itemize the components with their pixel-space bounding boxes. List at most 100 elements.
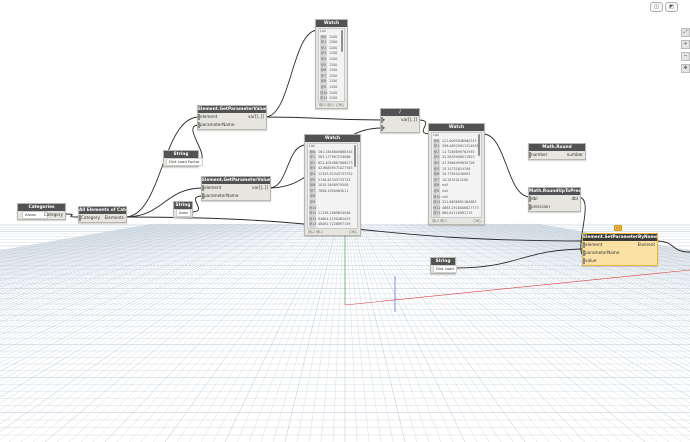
list-value: 621.4044887066273 bbox=[318, 160, 353, 165]
list-value: 42.86839571027763 bbox=[318, 166, 353, 171]
input-port[interactable] bbox=[583, 242, 585, 248]
output-port[interactable]: Element bbox=[637, 242, 655, 247]
list-count: {36} bbox=[348, 230, 357, 234]
watch-list-header: List bbox=[320, 29, 326, 33]
list-value: 1200 bbox=[329, 84, 338, 89]
categories-dropdown[interactable]: Areas bbox=[22, 211, 48, 219]
input-port[interactable] bbox=[583, 258, 585, 264]
string-value-field[interactable]: Dist Load bbox=[433, 265, 457, 273]
watch-list-item: @9 bbox=[308, 199, 357, 206]
watch-list-item: @8 bbox=[308, 194, 357, 200]
view-toolbar: ◫ ◩ bbox=[650, 2, 678, 12]
zoom-to-fit-icon[interactable]: ⤢ bbox=[681, 28, 690, 37]
graph-view-icon[interactable]: ◫ bbox=[650, 2, 663, 12]
input-port[interactable] bbox=[79, 215, 81, 221]
output-port[interactable]: var[]..[] bbox=[252, 185, 268, 190]
string-value-field[interactable]: Area bbox=[176, 209, 191, 217]
zoom-in-icon[interactable]: + bbox=[681, 40, 690, 49]
list-index: @14 bbox=[433, 216, 441, 217]
output-port[interactable]: number bbox=[566, 152, 583, 157]
output-port-category[interactable]: Category bbox=[43, 212, 63, 217]
string-node-dist-load-factor[interactable]: String Dist Load Factor bbox=[163, 150, 203, 167]
input-port[interactable] bbox=[583, 250, 585, 256]
output-port-elements[interactable]: Elements bbox=[104, 215, 124, 220]
input-port[interactable] bbox=[529, 204, 531, 210]
list-index: @12 bbox=[309, 216, 317, 223]
input-port[interactable] bbox=[198, 122, 200, 128]
string-value-field[interactable]: Dist Load Factor bbox=[166, 158, 203, 166]
input-port[interactable] bbox=[202, 193, 204, 199]
list-levels: @L2 @L1 bbox=[432, 219, 447, 223]
list-value: 583.177987234086 bbox=[318, 155, 351, 160]
output-port[interactable]: dbl bbox=[571, 196, 578, 201]
get-parameter-node-1[interactable]: Element.GetParameterValueByName elementv… bbox=[197, 105, 267, 130]
pan-icon[interactable]: ✥ bbox=[681, 64, 690, 73]
input-port[interactable] bbox=[529, 196, 531, 202]
list-index: @4 bbox=[433, 160, 440, 167]
node-title: Watch bbox=[429, 124, 484, 131]
scrollbar[interactable] bbox=[354, 145, 356, 167]
string-node-area[interactable]: String Area bbox=[173, 201, 193, 218]
node-title: String bbox=[431, 258, 455, 265]
list-index: @7 bbox=[309, 188, 316, 195]
input-port[interactable] bbox=[198, 114, 200, 120]
list-index: @9 bbox=[320, 84, 327, 91]
list-value: 121.6095846960743 bbox=[442, 138, 477, 143]
list-index: @9 bbox=[309, 199, 316, 206]
input-port[interactable] bbox=[202, 185, 204, 191]
watch-list-header: List bbox=[309, 144, 315, 148]
node-title: String bbox=[174, 202, 192, 209]
input-element: element bbox=[200, 114, 218, 119]
list-index: @13 bbox=[433, 211, 441, 217]
input-port-x[interactable] bbox=[381, 117, 383, 123]
divide-node[interactable]: / ▸var[]..[] ▸ bbox=[380, 108, 420, 133]
zoom-controls: ⤢ + − ✥ bbox=[681, 28, 690, 73]
string-node-dist-load[interactable]: String Dist Load bbox=[430, 257, 457, 274]
list-index: @9 bbox=[433, 188, 440, 195]
input-dbl: dbl bbox=[531, 196, 538, 201]
warning-icon[interactable]: !!! bbox=[614, 225, 622, 231]
list-index: @6 bbox=[309, 183, 316, 189]
scrollbar[interactable] bbox=[341, 30, 343, 52]
list-value: 321.6636891164883 bbox=[442, 200, 477, 205]
list-value: 11158.1869634946 bbox=[318, 211, 351, 216]
node-title: Element.GetParameterValueByName bbox=[202, 177, 270, 184]
scrollbar[interactable] bbox=[478, 134, 480, 156]
output-port[interactable]: var[]..[] bbox=[401, 117, 417, 122]
input-port[interactable] bbox=[529, 152, 531, 158]
output-port[interactable]: var[]..[] bbox=[248, 114, 264, 119]
list-index: @0 bbox=[309, 149, 316, 156]
zoom-out-icon[interactable]: − bbox=[681, 52, 690, 61]
list-index: @11 bbox=[433, 200, 441, 206]
node-title: Math.Round bbox=[529, 144, 585, 151]
get-parameter-node-2[interactable]: Element.GetParameterValueByName elementv… bbox=[201, 176, 271, 201]
background-preview-icon[interactable]: ◩ bbox=[665, 2, 678, 12]
all-elements-of-category-node[interactable]: All Elements of Category CategoryElement… bbox=[78, 206, 127, 223]
input-port-y[interactable] bbox=[381, 125, 383, 131]
list-index: @13 bbox=[309, 222, 317, 228]
